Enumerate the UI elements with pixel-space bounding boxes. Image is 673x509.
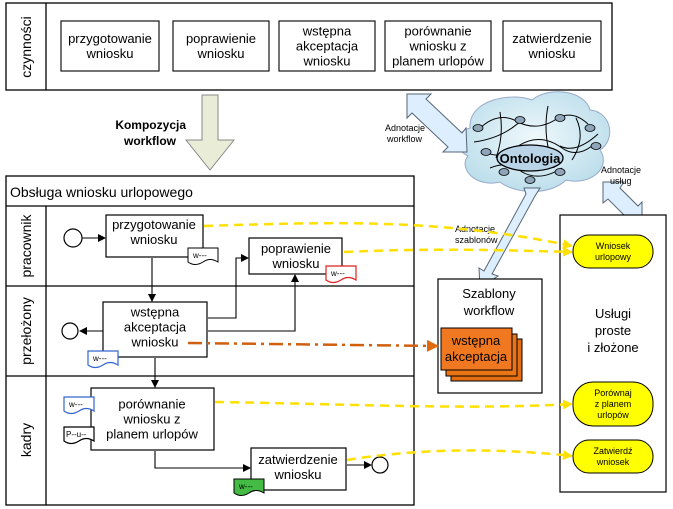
template-label-1: wstępna	[451, 333, 501, 348]
task-compare-line-1: porównanie	[118, 397, 185, 412]
template-label-2: akceptacja	[445, 349, 508, 364]
task-przygotowanie	[105, 214, 204, 258]
activity-2-line-2: wniosku	[197, 46, 245, 61]
service-1-line-1: Wniosek	[596, 241, 631, 251]
activity-box-5	[502, 20, 602, 72]
svg-text:w---: w---	[68, 400, 83, 409]
activity-1-line-2: wniosku	[86, 46, 134, 61]
end-event-kadry	[371, 456, 389, 474]
task-labels: przygotowaniewnioskupoprawieniewnioskuws…	[106, 217, 338, 482]
annotation-templates-2: szablonów	[455, 235, 498, 245]
task-approve-line-1: zatwierdzenie	[258, 452, 338, 467]
ontology-label: Ontologia	[500, 151, 561, 166]
lane-przelozony: przełożony	[18, 297, 34, 365]
task-zatwierdzenie	[250, 447, 347, 491]
service-2-line-1: Porównaj	[594, 388, 632, 398]
sequence-flows	[79, 234, 372, 472]
activity-1-line-1: przygotowanie	[68, 31, 152, 46]
activity-3-line-1: wstępna	[302, 24, 352, 39]
task-accept-line-1: wstępna	[130, 305, 180, 320]
start-event	[63, 228, 83, 248]
svg-text:P--u--: P--u--	[66, 430, 87, 439]
mapping-links	[187, 221, 573, 462]
task-prep-line-1: przygotowanie	[112, 217, 196, 232]
activity-3-line-3: wniosku	[303, 54, 351, 69]
activity-3-line-2: akceptacja	[296, 39, 359, 54]
workflow-title: Obsługa wniosku urlopowego	[10, 184, 193, 200]
task-compare-line-2: wniosku z	[122, 412, 180, 427]
templates-title-2: workflow	[463, 303, 515, 318]
task-accept-line-2: akceptacja	[124, 320, 187, 335]
activities-side-label: czynności	[18, 16, 34, 77]
composition-label-1: Kompozycja	[115, 118, 186, 132]
activity-box-2	[172, 20, 270, 72]
service-3-line-2: wniosek	[596, 457, 630, 467]
activity-5-line-2: wniosku	[528, 46, 576, 61]
svg-text:w---: w---	[92, 354, 107, 363]
service-3-line-1: Zatwierdź	[593, 446, 633, 456]
service-wniosek-urlopowy	[572, 234, 654, 269]
annotation-templates-1: Adnotacje	[455, 224, 495, 234]
svg-text:w---: w---	[192, 251, 207, 260]
task-fix-line-2: wniosku	[272, 256, 320, 271]
annotation-services-1: Adnotacje	[601, 165, 641, 175]
activity-2-line-1: poprawienie	[186, 31, 256, 46]
doc-icon-fix: w---	[325, 265, 357, 284]
task-approve-line-2: wniosku	[274, 467, 322, 482]
lane-kadry: kadry	[18, 423, 34, 457]
activity-4-line-1: porównanie	[404, 24, 471, 39]
annotation-workflow-1: Adnotacje	[385, 123, 425, 133]
activity-box-3	[278, 20, 376, 72]
service-1-line-2: urlopowy	[595, 252, 632, 262]
end-event-przelozony	[61, 322, 79, 340]
service-2-line-2: z planem	[595, 399, 632, 409]
task-fix-line-1: poprawienie	[261, 241, 331, 256]
activity-5-line-1: zatwierdzenie	[512, 31, 592, 46]
task-compare-line-3: planem urlopów	[106, 427, 198, 442]
task-prep-line-2: wniosku	[130, 232, 178, 247]
composition-arrow	[184, 94, 236, 171]
templates-title-1: Szablony	[462, 286, 516, 301]
svg-text:w---: w---	[238, 482, 253, 491]
composition-label-2: workflow	[123, 134, 177, 148]
activity-4-line-3: planem urlopów	[392, 54, 484, 69]
service-2-line-3: urlopów	[597, 410, 629, 420]
task-wstepna-akceptacja	[102, 301, 208, 358]
service-porownaj	[572, 381, 654, 427]
svg-text:w---: w---	[330, 269, 345, 278]
activity-box-4	[384, 20, 492, 72]
templates-box	[437, 278, 543, 394]
ontology-cloud	[456, 91, 611, 192]
annotation-workflow-2: workflow	[386, 134, 423, 144]
activities-panel: czynności przygotowaniewnioskupoprawieni…	[5, 2, 613, 91]
service-zatwierdz	[572, 439, 654, 474]
activity-boxes: przygotowaniewnioskupoprawieniewnioskuws…	[60, 20, 602, 72]
task-accept-line-3: wniosku	[131, 335, 179, 350]
doc-icon-compare: w---	[63, 396, 95, 415]
activity-4-line-2: wniosku z	[408, 39, 466, 54]
task-porownanie	[90, 387, 215, 451]
services-box	[559, 214, 667, 493]
doc-icon-prep: w---	[187, 247, 219, 265]
doc-icon-approve: w---	[233, 478, 265, 496]
template-card	[440, 327, 513, 371]
doc-icon-accept: w---	[87, 350, 119, 369]
services-title-2: proste	[595, 323, 631, 338]
services-title-3: i złożone	[587, 340, 638, 355]
activity-box-1	[60, 20, 160, 72]
doc-icon-plan: P--u--	[63, 426, 95, 445]
lane-pracownik: pracownik	[18, 213, 34, 277]
services-title-1: Usługi	[595, 306, 631, 321]
annotation-services-2: usług	[610, 176, 632, 186]
